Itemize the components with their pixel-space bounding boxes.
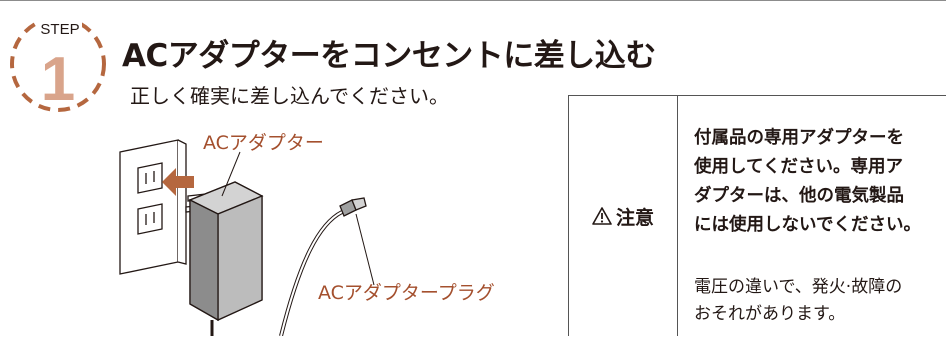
plug-callout-label: ACアダプタープラグ bbox=[318, 282, 495, 304]
ac-adapter-plug bbox=[339, 197, 367, 217]
caution-main-line: には使用しないでください。 bbox=[694, 215, 921, 235]
top-rule bbox=[0, 0, 946, 1]
caution-main-line: 付属品の専用アダプターを bbox=[694, 128, 904, 148]
badge-dashed-ring bbox=[10, 16, 106, 112]
adapter-illustration: ACアダプター ACアダプタープラグ bbox=[119, 132, 495, 337]
adapter-cable bbox=[279, 210, 343, 337]
caution-note-line: 電圧の違いで、発火·故障の bbox=[694, 277, 903, 297]
caution-note-line: おそれがあります。 bbox=[694, 304, 846, 324]
caution-label: 注意 bbox=[569, 96, 677, 336]
caution-main-text: 付属品の専用アダプターを 使用してください。専用ア ダプターは、他の電気製品 に… bbox=[694, 124, 939, 240]
insert-arrow-icon bbox=[162, 168, 194, 196]
caution-main-line: ダプターは、他の電気製品 bbox=[694, 186, 904, 206]
caution-main-line: 使用してください。専用ア bbox=[694, 157, 903, 177]
caution-note-text: 電圧の違いで、発火·故障の おそれがあります。 bbox=[694, 274, 939, 328]
caution-label-text: 注意 bbox=[615, 206, 654, 229]
step-word: STEP bbox=[40, 21, 79, 38]
wall-outlet bbox=[119, 139, 187, 275]
illustration-graphic bbox=[119, 139, 375, 337]
page-title: ACアダプターをコンセントに差し込む bbox=[122, 38, 656, 74]
adapter-callout-label: ACアダプター bbox=[203, 132, 324, 154]
step-badge: STEP 1 bbox=[4, 8, 112, 116]
badge-label-mask bbox=[38, 14, 82, 38]
warning-triangle-icon bbox=[592, 207, 612, 225]
callout-line-adapter bbox=[221, 151, 241, 197]
caution-divider bbox=[677, 96, 678, 336]
step-number: 1 bbox=[41, 45, 75, 114]
ac-adapter-body bbox=[188, 181, 264, 322]
page-subtitle: 正しく確実に差し込んでください。 bbox=[130, 84, 449, 108]
caution-box: 注意 付属品の専用アダプターを 使用してください。専用ア ダプターは、他の電気製… bbox=[568, 95, 946, 336]
callout-line-plug bbox=[355, 213, 375, 286]
step-badge-graphic: STEP 1 bbox=[10, 14, 106, 114]
